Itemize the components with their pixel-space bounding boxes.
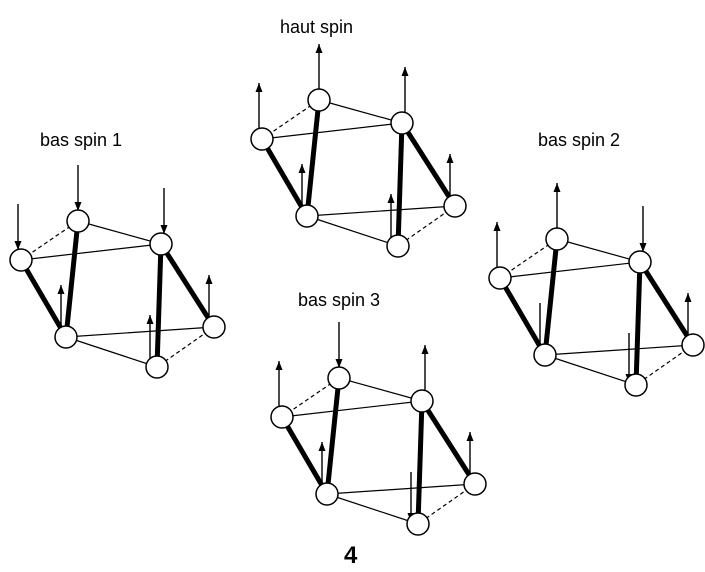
bond-thin	[326, 483, 476, 495]
bond-thick	[63, 220, 81, 338]
bond-thin	[65, 336, 158, 368]
spin-up-arrow	[401, 67, 409, 113]
spin-up-arrow	[387, 194, 395, 244]
metal-atom-node	[315, 482, 339, 506]
bond-thick	[259, 137, 310, 218]
spin-down-arrow	[14, 204, 22, 250]
bond-thick	[18, 258, 69, 339]
metal-atom-node	[533, 343, 557, 367]
label-bas-spin-2: bas spin 2	[538, 130, 620, 150]
bond-thick	[279, 415, 330, 496]
metal-atom-node	[386, 234, 410, 258]
bond-thick	[419, 399, 478, 486]
label-bas-spin-3: bas spin 3	[298, 290, 380, 310]
bond-thick	[637, 260, 696, 347]
metal-atom-node	[66, 209, 90, 233]
spin-down-arrow	[74, 165, 82, 211]
metal-atom-node	[681, 333, 705, 357]
bond-thick	[158, 242, 217, 329]
bond-thick	[497, 276, 548, 357]
spin-up-arrow	[275, 361, 283, 407]
metal-atom-node	[202, 315, 226, 339]
bond-thick	[324, 377, 342, 495]
bond-thin	[281, 400, 423, 418]
metal-atom-node	[54, 325, 78, 349]
metal-atom-node	[149, 232, 173, 256]
metal-atom-node	[307, 88, 331, 112]
metal-atom-node	[463, 472, 487, 496]
label-haut-spin: haut spin	[280, 17, 353, 37]
label-bas-spin-1: bas spin 1	[40, 130, 122, 150]
spin-up-arrow	[315, 44, 323, 90]
bond-thin	[306, 205, 456, 217]
spin-up-arrow	[493, 222, 501, 268]
metal-atom-node	[270, 405, 294, 429]
bond-thin	[261, 122, 403, 140]
bond-thin	[77, 220, 162, 245]
bond-thick	[304, 99, 322, 217]
metal-atom-node	[628, 250, 652, 274]
bond-thick	[542, 238, 560, 356]
bond-thin	[556, 238, 641, 263]
bond-thick	[154, 243, 164, 368]
bond-thin	[318, 99, 403, 124]
metal-atom-node	[327, 366, 351, 390]
metal-atom-node	[545, 227, 569, 251]
bond-thin	[544, 354, 637, 386]
spin-down-arrow	[639, 206, 647, 252]
bond-thin	[65, 326, 215, 338]
clusters	[9, 44, 705, 536]
metal-atom-node	[410, 389, 434, 413]
spin-down-arrow	[160, 188, 168, 234]
bond-thin	[338, 377, 423, 402]
cluster-bas1	[9, 165, 226, 379]
spin-down-arrow	[335, 322, 343, 368]
cluster-haut	[250, 44, 467, 258]
bond-thin	[306, 215, 399, 247]
compound-number: 4	[344, 542, 358, 569]
metal-atom-node	[406, 512, 430, 536]
bond-thin	[544, 344, 694, 356]
spin-up-arrow	[146, 315, 154, 365]
metal-atom-node	[488, 266, 512, 290]
metal-atom-node	[624, 373, 648, 397]
bond-thick	[399, 121, 458, 208]
metal-atom-node	[250, 127, 274, 151]
bond-thick	[633, 261, 643, 386]
metal-atom-node	[295, 204, 319, 228]
metal-atom-node	[443, 194, 467, 218]
spin-up-arrow	[421, 345, 429, 391]
bond-thick	[415, 400, 425, 525]
cluster-bas2	[488, 183, 705, 397]
bond-thin	[499, 261, 641, 279]
metal-atom-node	[390, 111, 414, 135]
bond-thin	[20, 243, 162, 261]
bond-thick	[395, 122, 405, 247]
spin-up-arrow	[255, 83, 263, 129]
spin-up-arrow	[553, 183, 561, 229]
cluster-bas3	[270, 322, 487, 536]
metal-atom-node	[145, 355, 169, 379]
bond-thin	[326, 493, 419, 525]
metal-atom-node	[9, 248, 33, 272]
